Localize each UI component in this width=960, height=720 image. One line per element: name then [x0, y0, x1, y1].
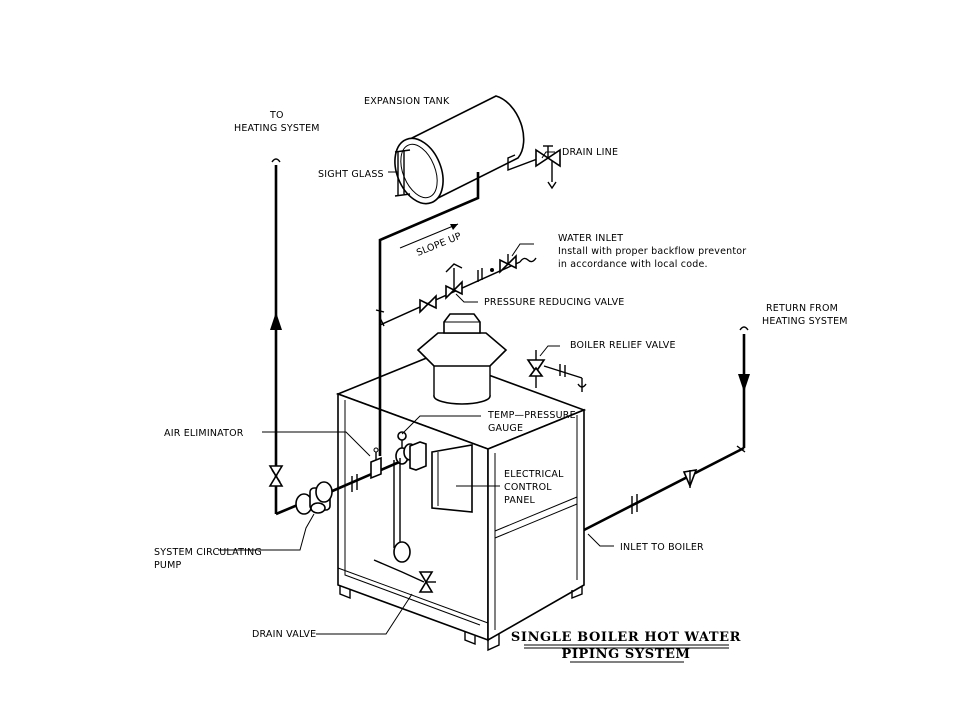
air-eliminator-label: AIR ELIMINATOR: [164, 428, 244, 439]
electrical-label-line3: PANEL: [504, 495, 536, 506]
tank-connection-pipe: [375, 172, 480, 456]
sight-glass-label: SIGHT GLASS: [318, 169, 384, 180]
leader-lines: [218, 151, 614, 635]
expansion-tank: [394, 95, 525, 205]
circulating-pump-label-line2: PUMP: [154, 560, 181, 571]
drain-valve-label: DRAIN VALVE: [252, 629, 316, 640]
diagram-title: SINGLE BOILER HOT WATER PIPING SYSTEM: [511, 630, 741, 663]
water-inlet-note-line1: Install with proper backflow preventor: [558, 246, 746, 257]
control-box: [409, 441, 427, 471]
temp-pressure-label-line1: TEMP—PRESSURE: [487, 410, 576, 421]
water-inlet-line: [379, 254, 537, 327]
boiler-relief-valve-label: BOILER RELIEF VALVE: [570, 340, 676, 351]
supply-riser: [268, 158, 284, 514]
return-label-line2: HEATING SYSTEM: [762, 316, 848, 327]
pressure-reducing-valve-label: PRESSURE REDUCING VALVE: [484, 297, 625, 308]
sight-glass: [394, 149, 411, 197]
boiler-relief-valve: [526, 350, 587, 392]
electrical-control-panel: [431, 444, 473, 513]
internal-drain-pipe: [373, 458, 425, 583]
electrical-label-line2: CONTROL: [504, 482, 552, 493]
slope-up-label: SLOPE UP: [415, 231, 463, 259]
air-eliminator: [370, 447, 382, 480]
water-inlet-label: WATER INLET: [558, 233, 623, 244]
inlet-to-boiler-label: INLET TO BOILER: [620, 542, 704, 553]
circulating-pump: [295, 481, 333, 515]
circulating-pump-label-line1: SYSTEM CIRCULATING: [154, 547, 262, 558]
to-heating-label-line1: TO: [269, 110, 284, 121]
expansion-tank-label: EXPANSION TANK: [364, 96, 450, 107]
electrical-label-line1: ELECTRICAL: [504, 469, 564, 480]
return-label-line1: RETURN FROM: [766, 303, 838, 314]
title-line1: SINGLE BOILER HOT WATER: [511, 630, 741, 645]
title-line2: PIPING SYSTEM: [561, 647, 690, 662]
slope-up-arrow: SLOPE UP: [399, 223, 463, 259]
drain-valve: [418, 571, 436, 593]
to-heating-label-line2: HEATING SYSTEM: [234, 123, 320, 134]
return-line: [583, 326, 750, 532]
labels: TO HEATING SYSTEM EXPANSION TANK DRAIN L…: [154, 96, 848, 640]
temp-pressure-label-line2: GAUGE: [488, 423, 523, 434]
draft-hood: [416, 313, 508, 405]
drain-line-label: DRAIN LINE: [562, 147, 618, 158]
water-inlet-note-line2: in accordance with local code.: [558, 259, 708, 270]
